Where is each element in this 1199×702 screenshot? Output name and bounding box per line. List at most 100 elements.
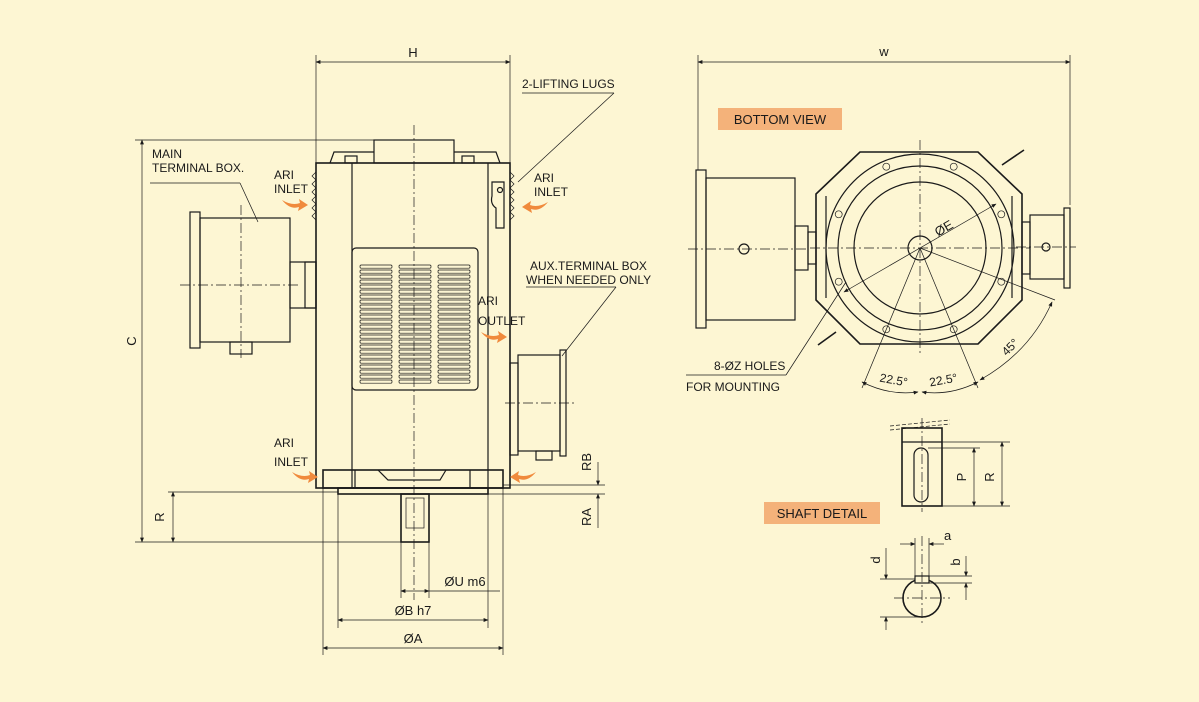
dim-R: R: [152, 512, 167, 521]
louvre-slat: [359, 294, 393, 299]
louvre-slat: [398, 269, 432, 274]
angle-a: 22.5°: [879, 371, 909, 390]
louvre-slat: [359, 369, 393, 374]
dim-shaft-R: R: [982, 472, 997, 481]
louvre-slat: [398, 364, 432, 369]
louvre-slat: [359, 314, 393, 319]
louvre-slat: [398, 304, 432, 309]
label-main-terminal: MAIN: [152, 147, 182, 161]
bolt-hole: [949, 325, 958, 334]
side-view: H C R RB RA ØU m6 ØB h7 ØA MAIN: [124, 45, 651, 655]
louvre-slat: [359, 289, 393, 294]
angle-b: 22.5°: [928, 371, 958, 390]
louvre-slat: [398, 359, 432, 364]
dim-C: C: [124, 336, 139, 345]
bolt-hole: [834, 277, 843, 286]
shaft: [400, 493, 430, 543]
louvre-slat: [359, 319, 393, 324]
svg-text:OUTLET: OUTLET: [478, 314, 526, 328]
bottom-view-title: BOTTOM VIEW: [734, 112, 827, 127]
louvre-slat: [359, 274, 393, 279]
louvre-slat: [359, 279, 393, 284]
svg-text:INLET: INLET: [274, 182, 309, 196]
louvre-slat: [359, 324, 393, 329]
louvre-slat: [437, 289, 471, 294]
shaft-detail-tag: [764, 502, 880, 524]
louvre-slat: [359, 344, 393, 349]
louvre-slat: [398, 319, 432, 324]
octagonal-frame: [815, 151, 1023, 345]
louvre-slat: [359, 334, 393, 339]
louvre-slat: [437, 359, 471, 364]
louvre-slat: [437, 339, 471, 344]
aux-terminal-box: [505, 349, 575, 461]
louvre-slat: [359, 329, 393, 334]
svg-text:TERMINAL BOX.: TERMINAL BOX.: [152, 161, 244, 175]
svg-text:WHEN NEEDED ONLY: WHEN NEEDED ONLY: [526, 273, 651, 287]
dim-shaft-a: a: [944, 528, 952, 543]
label-air-inlet-upper-right: ARI: [534, 171, 554, 185]
louvre-slat: [398, 349, 432, 354]
louvre-slat: [398, 374, 432, 379]
louvre-slat: [398, 344, 432, 349]
bolt-hole: [997, 210, 1006, 219]
label-air-outlet: ARI: [478, 294, 498, 308]
louvre-slat: [359, 339, 393, 344]
dim-E: ØE: [932, 217, 956, 240]
louvre-slat: [359, 269, 393, 274]
airflow-arrow-inlet-lower-right: [510, 471, 536, 483]
louvre-slat: [437, 369, 471, 374]
dim-W: w: [878, 44, 889, 59]
louvre-slat: [437, 274, 471, 279]
svg-text:INLET: INLET: [534, 185, 569, 199]
louvre-slat: [398, 354, 432, 359]
bolt-hole: [882, 162, 891, 171]
louvre-slat: [398, 299, 432, 304]
louvre-slat: [437, 314, 471, 319]
louvre-slat: [398, 369, 432, 374]
dim-shaft-P: P: [954, 473, 969, 482]
label-mounting-holes: 8-ØZ HOLES: [714, 359, 785, 373]
label-aux-terminal: AUX.TERMINAL BOX: [530, 259, 647, 273]
svg-text:FOR MOUNTING: FOR MOUNTING: [686, 380, 780, 394]
louvre-slat: [398, 294, 432, 299]
bolt-hole: [997, 277, 1006, 286]
louvre-slat: [437, 294, 471, 299]
louvre-slat: [359, 359, 393, 364]
dim-B: ØB h7: [395, 603, 432, 618]
louvre-slat: [437, 279, 471, 284]
dim-shaft-b: b: [948, 558, 963, 565]
louvre-slat: [359, 354, 393, 359]
label-air-inlet-upper-left: ARI: [274, 168, 294, 182]
lifting-lug: [490, 181, 505, 229]
louvre-slat: [437, 354, 471, 359]
bolt-hole: [834, 210, 843, 219]
dim-A: ØA: [404, 631, 423, 646]
louvre-slat: [359, 349, 393, 354]
dim-U: ØU m6: [444, 574, 485, 589]
vent-louvres: [359, 264, 471, 384]
louvre-slat: [398, 339, 432, 344]
louvre-slat: [398, 274, 432, 279]
louvre-slat: [437, 344, 471, 349]
svg-text:INLET: INLET: [274, 455, 309, 469]
airflow-arrow-outlet: [481, 331, 507, 343]
dim-RA: RA: [579, 508, 594, 526]
dim-RB: RB: [579, 453, 594, 471]
louvre-slat: [359, 299, 393, 304]
bolt-hole: [882, 325, 891, 334]
louvre-slat: [437, 364, 471, 369]
louvre-slat: [398, 334, 432, 339]
mounting-holes: [834, 162, 1006, 334]
louvre-slat: [359, 364, 393, 369]
louvre-slat: [437, 269, 471, 274]
louvre-slat: [398, 264, 432, 269]
main-terminal-box: [180, 205, 317, 358]
louvre-slat: [437, 379, 471, 384]
airflow-arrow-inlet-left: [282, 199, 308, 211]
louvre-slat: [437, 349, 471, 354]
louvre-slat: [437, 304, 471, 309]
louvre-slat: [437, 374, 471, 379]
louvre-slat: [437, 324, 471, 329]
angle-c: 45°: [999, 336, 1022, 359]
